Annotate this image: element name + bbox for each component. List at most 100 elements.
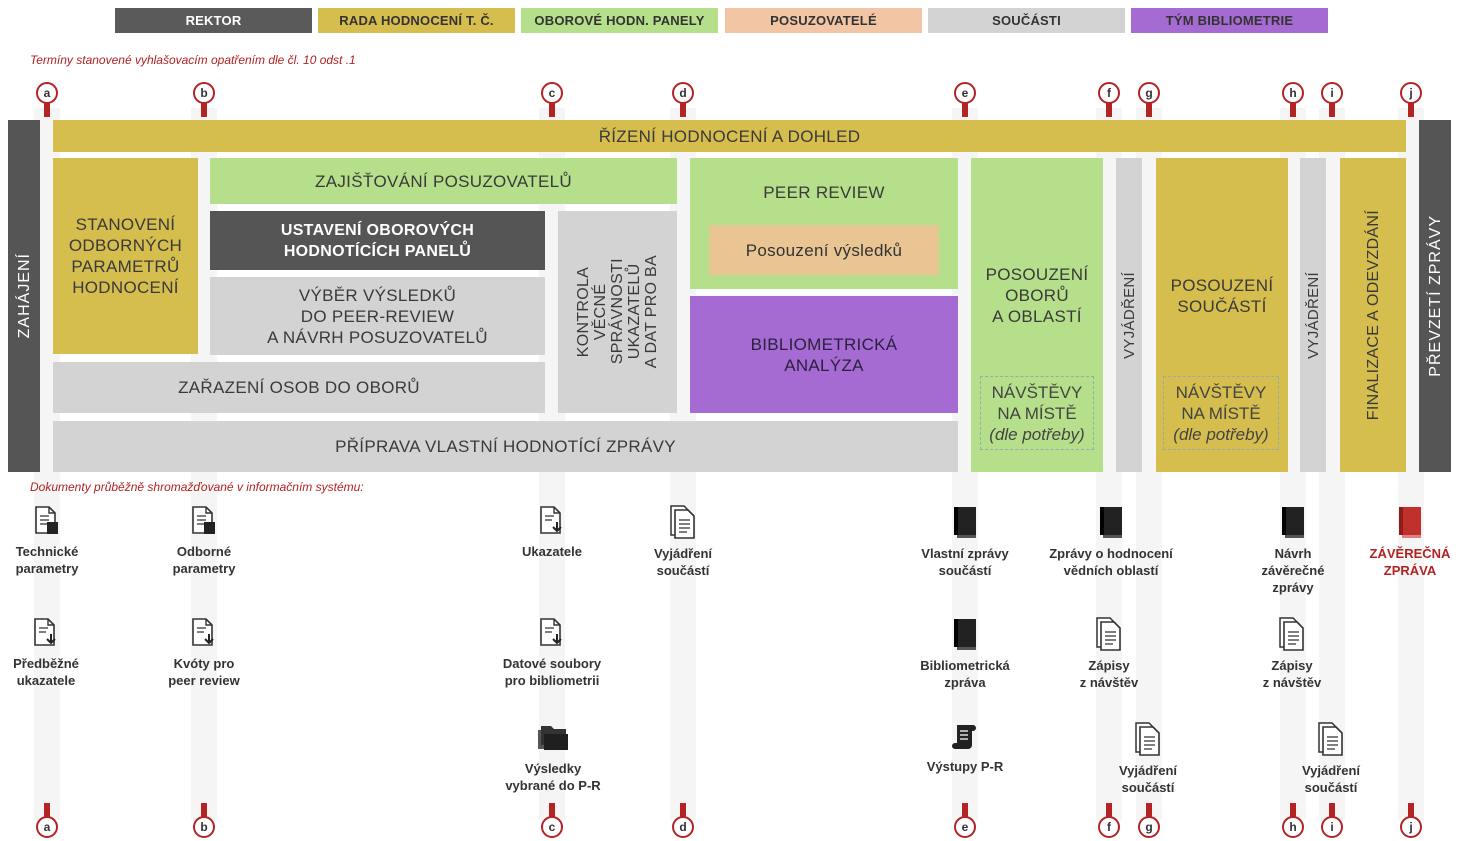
doc-kvoty[interactable]: Kvóty pro peer review [144, 617, 264, 689]
navstevy-note: (dle potřeby) [989, 424, 1085, 444]
pin-stick [1290, 103, 1296, 117]
doc-navrh-zaverecne[interactable]: Návrh závěrečné zprávy [1233, 505, 1353, 596]
kontrola-label: KONTROLA VĚCNÉ SPRÁVNOSTI UKAZATELŮ A DA… [575, 255, 660, 369]
milestone-f: f [1098, 82, 1120, 104]
pin-stick [201, 803, 207, 817]
pin-stick [1290, 803, 1296, 817]
doc-vlastni-zpravy[interactable]: Vlastní zprávy součástí [905, 505, 1025, 579]
download-document-icon [540, 618, 562, 646]
doc-label: Bibliometrická zpráva [920, 658, 1010, 690]
doc-label: Vyjádření součástí [1118, 763, 1178, 795]
milestone-h: h [1282, 816, 1304, 838]
scroll-icon [952, 725, 976, 749]
red-book-icon [1399, 507, 1421, 538]
doc-label: Návrh závěrečné zprávy [1261, 546, 1325, 595]
legend-posuzovatele: POSUZOVATELÉ [725, 8, 922, 33]
priprava-block: PŘÍPRAVA VLASTNÍ HODNOTÍCÍ ZPRÁVY [53, 421, 958, 472]
doc-vysledky-pr[interactable]: Výsledky vybrané do P-R [493, 722, 613, 794]
ustaveni-block: USTAVENÍ OBOROVÝCH HODNOTÍCÍCH PANELŮ [210, 211, 545, 270]
doc-bibliometricka-zprava[interactable]: Bibliometrická zpráva [905, 617, 1025, 691]
doc-zaverecna-zprava[interactable]: ZÁVĚREČNÁ ZPRÁVA [1350, 505, 1469, 579]
folders-icon [538, 726, 568, 750]
prevzeti-block: PŘEVZETÍ ZPRÁVY [1419, 120, 1451, 472]
doc-label: Zápisy z návštěv [1079, 658, 1139, 690]
doc-label: Vlastní zprávy součástí [921, 546, 1009, 578]
milestone-i: i [1321, 816, 1343, 838]
milestone-b: b [193, 82, 215, 104]
vyber-block: VÝBĚR VÝSLEDKŮ DO PEER-REVIEW A NÁVRH PO… [210, 277, 545, 355]
milestone-c: c [541, 816, 563, 838]
download-document-icon [34, 618, 56, 646]
navstevy-oboru: NÁVŠTĚVY NA MÍSTĚ (dle potřeby) [980, 376, 1094, 450]
pin-stick [549, 103, 555, 117]
posouzeni-soucasti-block: POSOUZENÍ SOUČÁSTÍ [1156, 158, 1288, 472]
posouzeni-oboru-block: POSOUZENÍ OBORŮ A OBLASTÍ [971, 158, 1103, 472]
legend-rada: RADA HODNOCENÍ T. Č. [318, 8, 515, 33]
pin-stick [1106, 803, 1112, 817]
milestone-j: j [1400, 816, 1422, 838]
doc-label: Vyjádření součástí [653, 546, 713, 578]
doc-technicke-parametry[interactable]: Technické parametry [0, 505, 107, 577]
doc-vyjadreni-soucasti-2[interactable]: Vyjádření součástí [1088, 722, 1208, 796]
doc-label: Ukazatele [522, 544, 582, 559]
pin-stick [1146, 103, 1152, 117]
navstevy-label: NÁVŠTĚVY NA MÍSTĚ [1175, 382, 1267, 423]
pin-stick [549, 803, 555, 817]
doc-zpravy-o-hodnoceni[interactable]: Zprávy o hodnocení vědních oblastí [1049, 505, 1173, 579]
posouzeni-vysledku-block: Posouzení výsledků [709, 225, 939, 275]
navstevy-note: (dle potřeby) [1173, 424, 1269, 444]
stanoveni-block: STANOVENÍ ODBORNÝCH PARAMETRŮ HODNOCENÍ [53, 158, 198, 354]
milestone-h: h [1282, 82, 1304, 104]
posouzeni-oboru-label: POSOUZENÍ OBORŮ A OBLASTÍ [985, 265, 1089, 326]
pin-stick [201, 103, 207, 117]
zahajeni-block: ZAHÁJENÍ [8, 120, 40, 472]
book-icon [1100, 507, 1122, 538]
doc-vyjadreni-soucasti[interactable]: Vyjádření součástí [623, 505, 743, 579]
navstevy-soucasti: NÁVŠTĚVY NA MÍSTĚ (dle potřeby) [1163, 376, 1279, 450]
data-document-icon [192, 506, 215, 534]
doc-vyjadreni-soucasti-3[interactable]: Vyjádření součástí [1271, 722, 1391, 796]
doc-label: Odborné parametry [172, 544, 236, 576]
kontrola-block: KONTROLA VĚCNÉ SPRÁVNOSTI UKAZATELŮ A DA… [558, 211, 677, 413]
milestone-a: a [36, 816, 58, 838]
doc-odborne-parametry[interactable]: Odborné parametry [144, 505, 264, 577]
doc-label: Zápisy z návštěv [1262, 658, 1322, 690]
prevzeti-label: PŘEVZETÍ ZPRÁVY [1426, 215, 1444, 377]
milestone-b: b [193, 816, 215, 838]
pin-stick [44, 103, 50, 117]
pin-stick [680, 803, 686, 817]
pin-stick [1408, 803, 1414, 817]
milestone-i: i [1321, 82, 1343, 104]
doc-label: ZÁVĚREČNÁ ZPRÁVA [1369, 546, 1451, 578]
doc-datove-soubory[interactable]: Datové soubory pro bibliometrii [482, 617, 622, 689]
milestone-g: g [1138, 82, 1160, 104]
download-document-icon [192, 618, 214, 646]
pin-stick [1329, 103, 1335, 117]
zahajeni-label: ZAHÁJENÍ [15, 253, 33, 339]
doc-label: Technické parametry [15, 544, 79, 576]
document-icon [1135, 722, 1160, 756]
book-icon [954, 619, 976, 650]
doc-zapisy-1[interactable]: Zápisy z návštěv [1049, 617, 1169, 691]
doc-predbezne-ukazatele[interactable]: Předběžné ukazatele [0, 617, 106, 689]
posouzeni-soucasti-label: POSOUZENÍ SOUČÁSTÍ [1170, 276, 1274, 316]
doc-label: Vyjádření součástí [1301, 763, 1361, 795]
pin-stick [962, 803, 968, 817]
doc-zapisy-2[interactable]: Zápisy z návštěv [1232, 617, 1352, 691]
pin-stick [44, 803, 50, 817]
legend-bibliometrie: TÝM BIBLIOMETRIE [1131, 8, 1328, 33]
doc-ukazatele[interactable]: Ukazatele [492, 505, 612, 560]
finalizace-label: FINALIZACE A ODEVZDÁNÍ [1364, 209, 1382, 421]
document-icon [1279, 617, 1304, 651]
document-icon [670, 505, 695, 539]
book-icon [1282, 507, 1304, 538]
legend-rektor: REKTOR [115, 8, 312, 33]
milestone-e: e [954, 82, 976, 104]
terms-note: Termíny stanovené vyhlašovacím opatřením… [30, 53, 356, 67]
doc-label: Datové soubory pro bibliometrii [502, 656, 602, 688]
finalizace-block: FINALIZACE A ODEVZDÁNÍ [1340, 158, 1406, 472]
document-icon [1318, 722, 1343, 756]
doc-label: Kvóty pro peer review [168, 656, 240, 688]
milestone-j: j [1400, 82, 1422, 104]
doc-vystupy-pr[interactable]: Výstupy P-R [905, 722, 1025, 775]
